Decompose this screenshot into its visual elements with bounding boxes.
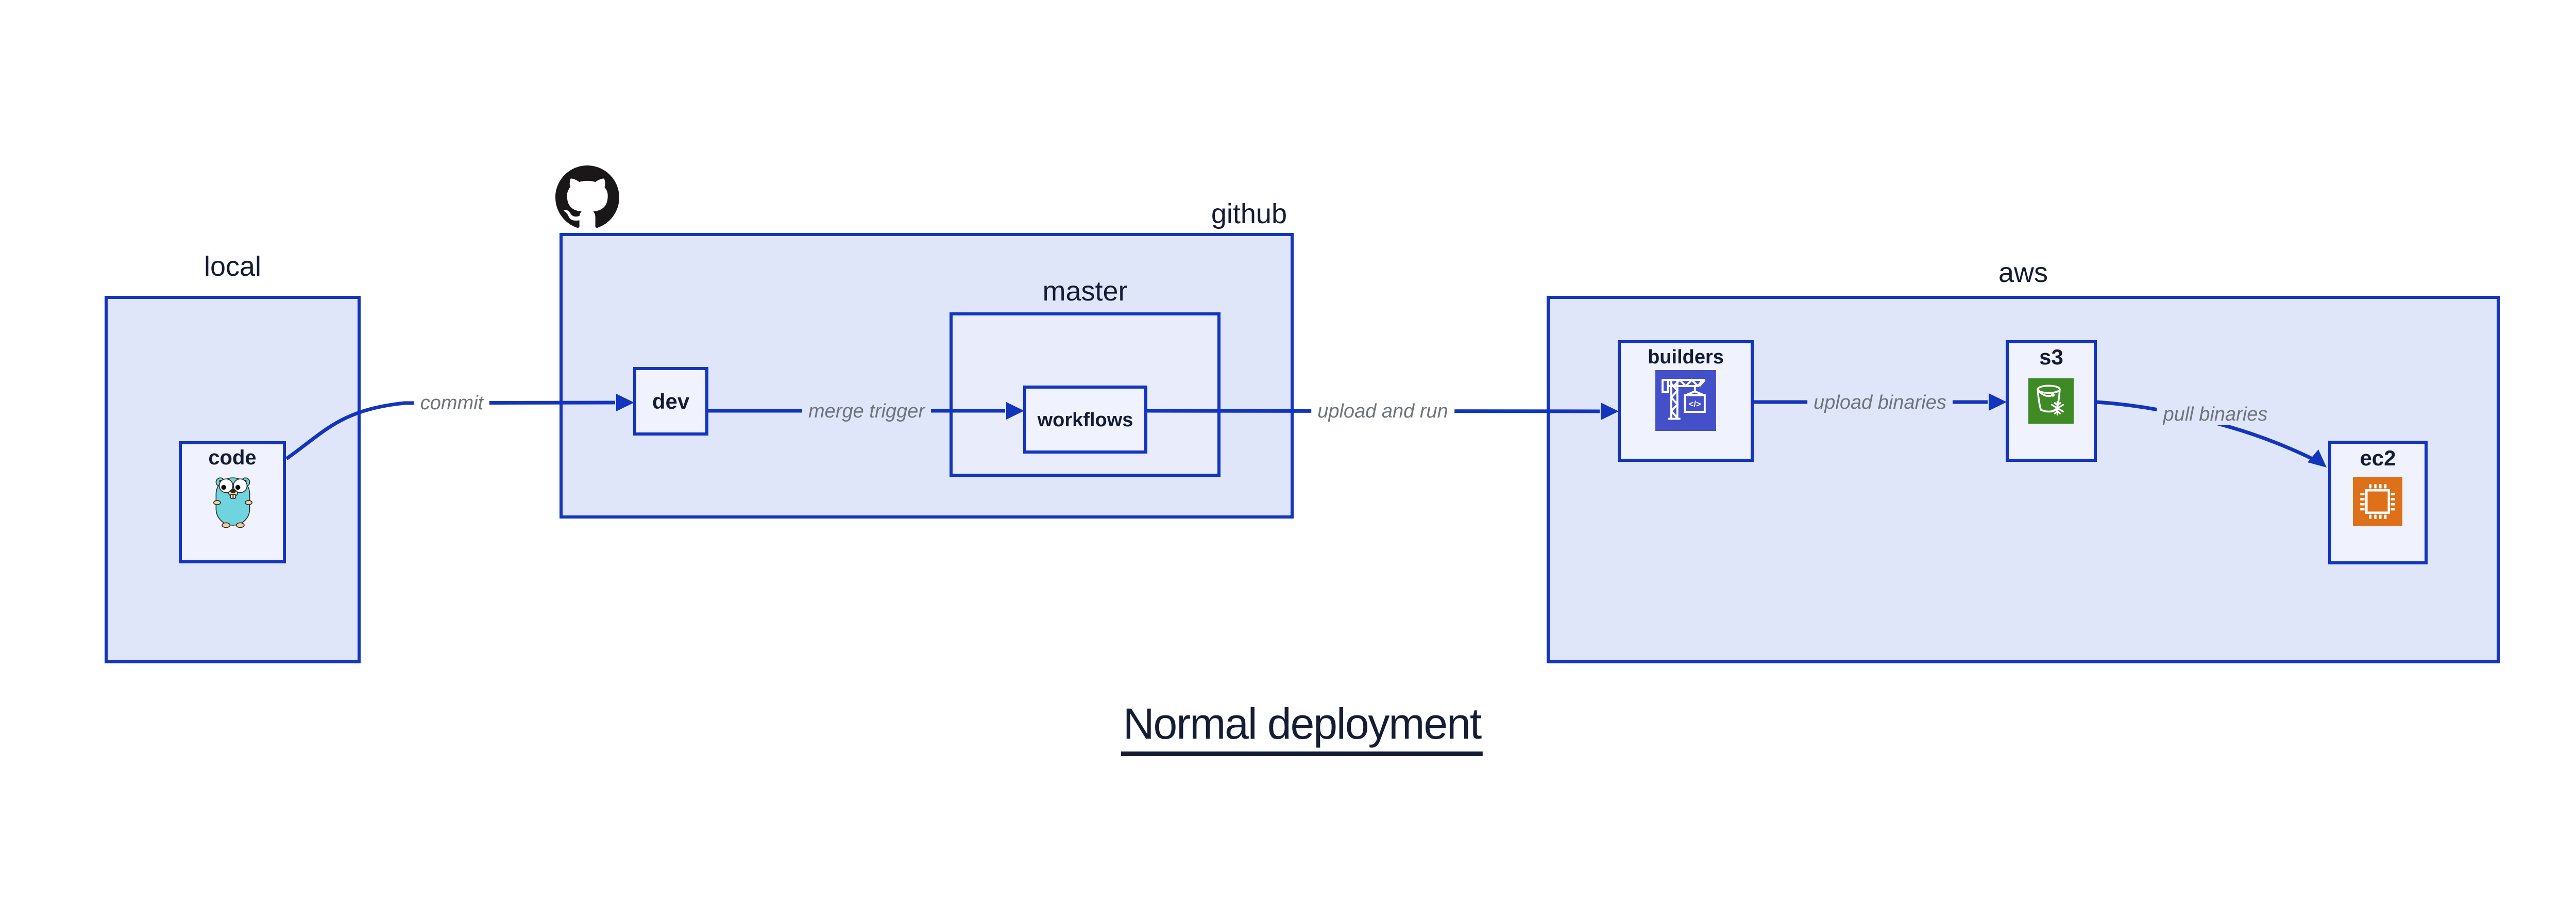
svg-text:</>: </> bbox=[1689, 400, 1701, 409]
arrowhead-into-workflows bbox=[1006, 402, 1024, 420]
arrowhead-into-ec2 bbox=[2308, 449, 2327, 467]
upload-and-run-edge-label: upload and run bbox=[1311, 400, 1454, 422]
github-octocat-icon bbox=[555, 165, 619, 229]
commit-edge-line bbox=[285, 400, 616, 460]
aws-codebuild-crane-icon: </> bbox=[1655, 370, 1716, 431]
code-node-label: code bbox=[208, 446, 257, 469]
local-group-label: local bbox=[204, 251, 262, 282]
diagram-title: Normal deployment bbox=[1121, 702, 1483, 756]
commit-edge-label: commit bbox=[414, 392, 490, 414]
builders-node-label: builders bbox=[1648, 346, 1724, 368]
master-branch-label: master bbox=[1042, 276, 1128, 307]
merge-trigger-edge-label: merge trigger bbox=[802, 400, 931, 422]
go-gopher-icon bbox=[213, 473, 253, 528]
pull-binaries-edge-label: pull binaries bbox=[2157, 404, 2274, 425]
aws-group-label: aws bbox=[1998, 257, 2048, 288]
github-group-label: github bbox=[1211, 198, 1287, 229]
aws-s3-bucket-icon bbox=[2028, 378, 2074, 424]
workflows-node-box bbox=[1023, 386, 1147, 454]
builders-node-box bbox=[1618, 340, 1754, 462]
arrowhead-into-builders bbox=[1601, 403, 1619, 420]
dev-node-box bbox=[633, 367, 708, 436]
ec2-node-label: ec2 bbox=[2360, 446, 2396, 470]
workflows-node-label: workflows bbox=[1037, 409, 1133, 431]
aws-ec2-chip-icon bbox=[2353, 477, 2402, 526]
dev-node-label: dev bbox=[652, 389, 690, 413]
arrowhead-into-dev bbox=[616, 394, 634, 411]
pull-binaries-edge-line bbox=[2096, 400, 2316, 462]
s3-node-label: s3 bbox=[2039, 345, 2063, 369]
upload-binaries-edge-label: upload binaries bbox=[1807, 392, 1953, 413]
arrowhead-into-s3 bbox=[1989, 393, 2007, 411]
